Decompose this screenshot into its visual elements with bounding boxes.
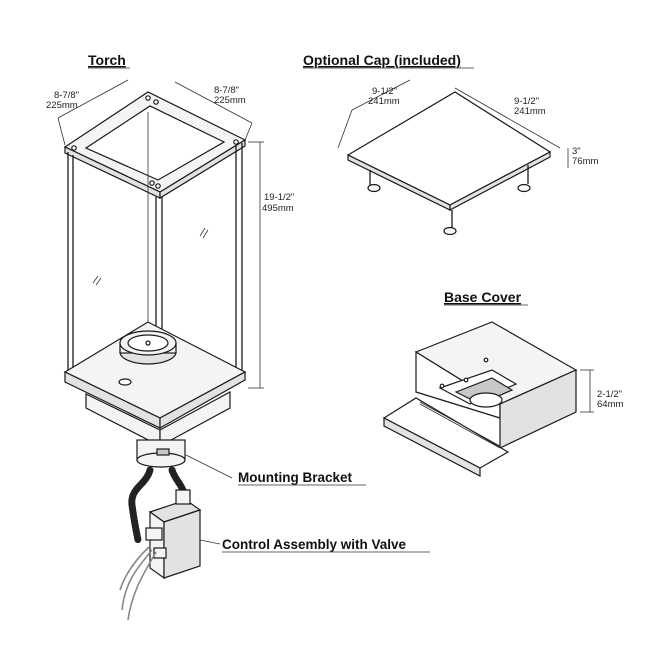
mounting-bracket-leader [185,454,233,479]
control-fitting-top [175,489,191,505]
torch-height-in: 19-1/2" [264,192,294,203]
cap-height-mm: 76mm [572,156,598,167]
torch-width-left-mm: 225mm [46,100,78,111]
torch-width-right-mm: 225mm [214,95,246,106]
control-valve [145,527,163,541]
base-height-mm: 64mm [597,399,623,410]
torch-screw-top [145,95,151,101]
cap-width-right-mm: 241mm [514,106,546,117]
gas-hose-left [128,466,154,544]
torch-width-right-in: 8-7/8" [214,85,239,96]
base-cover-title: Base Cover [444,289,522,305]
wire-2 [127,551,157,621]
wire-3 [119,545,151,591]
torch-screw-front2 [149,180,155,186]
base-cover-right-wall [499,369,577,449]
torch-dim-left-line [57,79,129,119]
glass-glint-right [199,227,206,237]
torch-dim-right-line [174,81,253,124]
base-cover-drawing [382,321,594,477]
torch-top-opening [84,105,226,181]
torch-height-mm: 495mm [262,203,294,214]
torch-screw-top2 [153,99,159,105]
cap-dim-right-line [454,87,561,149]
cap-width-left-in: 9-1/2" [372,86,397,97]
cap-width-right-in: 9-1/2" [514,96,539,107]
cap-width-left-mm: 241mm [368,96,400,107]
base-height-in: 2-1/2" [597,389,622,400]
cap-drawing [337,79,569,236]
control-left [149,510,165,580]
torch-base-right-face [159,370,246,430]
torch-drawing [57,79,264,621]
torch-width-left-in: 8-7/8" [54,90,79,101]
torch-title: Torch [88,52,126,68]
torch-screw-left [71,145,77,151]
base-cover-fold [419,401,501,447]
control-right [163,509,201,579]
mounting-bracket-label: Mounting Bracket [238,470,353,485]
torch-screw-front [155,183,161,189]
glass-glint-left [92,275,99,284]
cap-right-edge [449,151,551,211]
wire-1 [121,549,153,611]
torch-igniter-hole [118,378,132,386]
cap-dim-left-line [337,109,353,149]
control-assembly-label: Control Assembly with Valve [222,537,407,552]
torch-top-frame-right-edge [159,138,246,200]
control-assembly-leader [199,539,221,545]
torch-screw-right [233,139,239,145]
cap-height-in: 3" [572,146,581,157]
cap-title: Optional Cap (included) [303,52,461,68]
